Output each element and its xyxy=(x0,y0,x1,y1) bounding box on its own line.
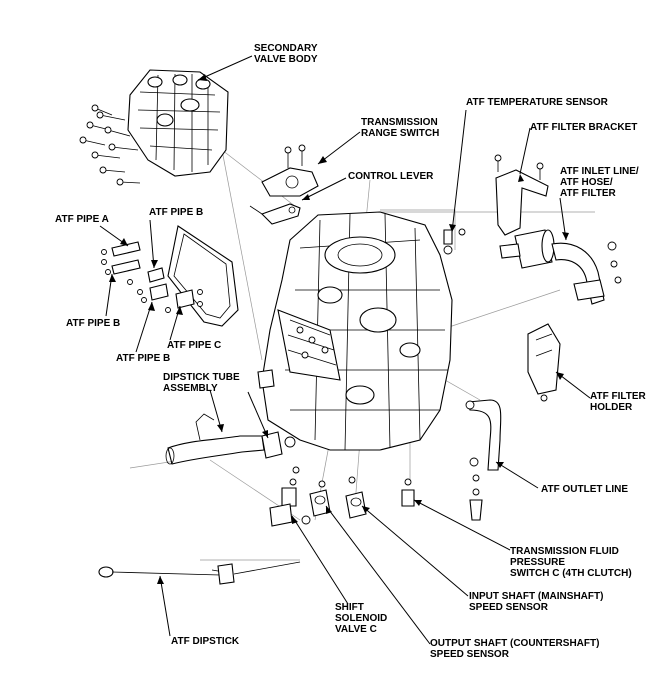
label-secondary-valve-body: SECONDARY VALVE BODY xyxy=(254,43,318,65)
label-atf-filter-bracket: ATF FILTER BRACKET xyxy=(530,122,638,133)
dipstick-tube-part xyxy=(165,413,296,465)
pressure-switch-part xyxy=(401,478,415,507)
label-transmission-range-switch: TRANSMISSION RANGE SWITCH xyxy=(361,117,440,139)
label-atf-pipe-b-bottom: ATF PIPE B xyxy=(116,353,171,364)
label-atf-outlet-line: ATF OUTLET LINE xyxy=(541,484,629,495)
label-output-shaft-speed-sensor: OUTPUT SHAFT (COUNTERSHAFT) SPEED SENSOR xyxy=(430,638,600,660)
control-lever-part xyxy=(249,203,301,225)
leader-arrowheads xyxy=(109,74,569,584)
label-input-shaft-speed-sensor: INPUT SHAFT (MAINSHAFT) SPEED SENSOR xyxy=(469,591,604,613)
atf-filter-holder-part xyxy=(527,323,561,402)
label-atf-pipe-b-left: ATF PIPE B xyxy=(66,318,121,329)
atf-pipe-parts xyxy=(101,241,203,313)
input-shaft-sensor-part xyxy=(345,476,367,519)
label-atf-pipe-b-top: ATF PIPE B xyxy=(149,207,204,218)
output-shaft-sensor-part xyxy=(309,480,331,517)
atf-inlet-line-part xyxy=(499,229,622,305)
atf-outlet-line-part xyxy=(465,399,502,521)
atf-filter-bracket-part xyxy=(494,154,549,236)
label-atf-pipe-a: ATF PIPE A xyxy=(55,214,109,225)
label-pressure-switch-c: TRANSMISSION FLUID PRESSURE SWITCH C (4T… xyxy=(510,546,632,579)
label-atf-filter-holder: ATF FILTER HOLDER xyxy=(590,391,646,413)
label-shift-solenoid-valve-c: SHIFT SOLENOID VALVE C xyxy=(335,602,388,635)
label-atf-dipstick: ATF DIPSTICK xyxy=(171,636,240,647)
atf-temperature-sensor-part xyxy=(443,228,466,255)
label-atf-pipe-c: ATF PIPE C xyxy=(167,340,222,351)
label-atf-temperature-sensor: ATF TEMPERATURE SENSOR xyxy=(466,97,608,108)
label-dipstick-tube-assembly: DIPSTICK TUBE ASSEMBLY xyxy=(163,372,240,394)
label-control-lever: CONTROL LEVER xyxy=(348,171,434,182)
label-atf-inlet-line: ATF INLET LINE/ ATF HOSE/ ATF FILTER xyxy=(560,166,639,199)
valve-body-bolts xyxy=(79,104,141,186)
gasket-part xyxy=(167,225,239,327)
secondary-valve-body-part xyxy=(127,69,229,177)
shift-solenoid-part xyxy=(269,466,311,527)
transmission-case-part xyxy=(257,211,453,451)
range-switch-part xyxy=(261,144,319,197)
atf-dipstick-part xyxy=(98,561,301,585)
